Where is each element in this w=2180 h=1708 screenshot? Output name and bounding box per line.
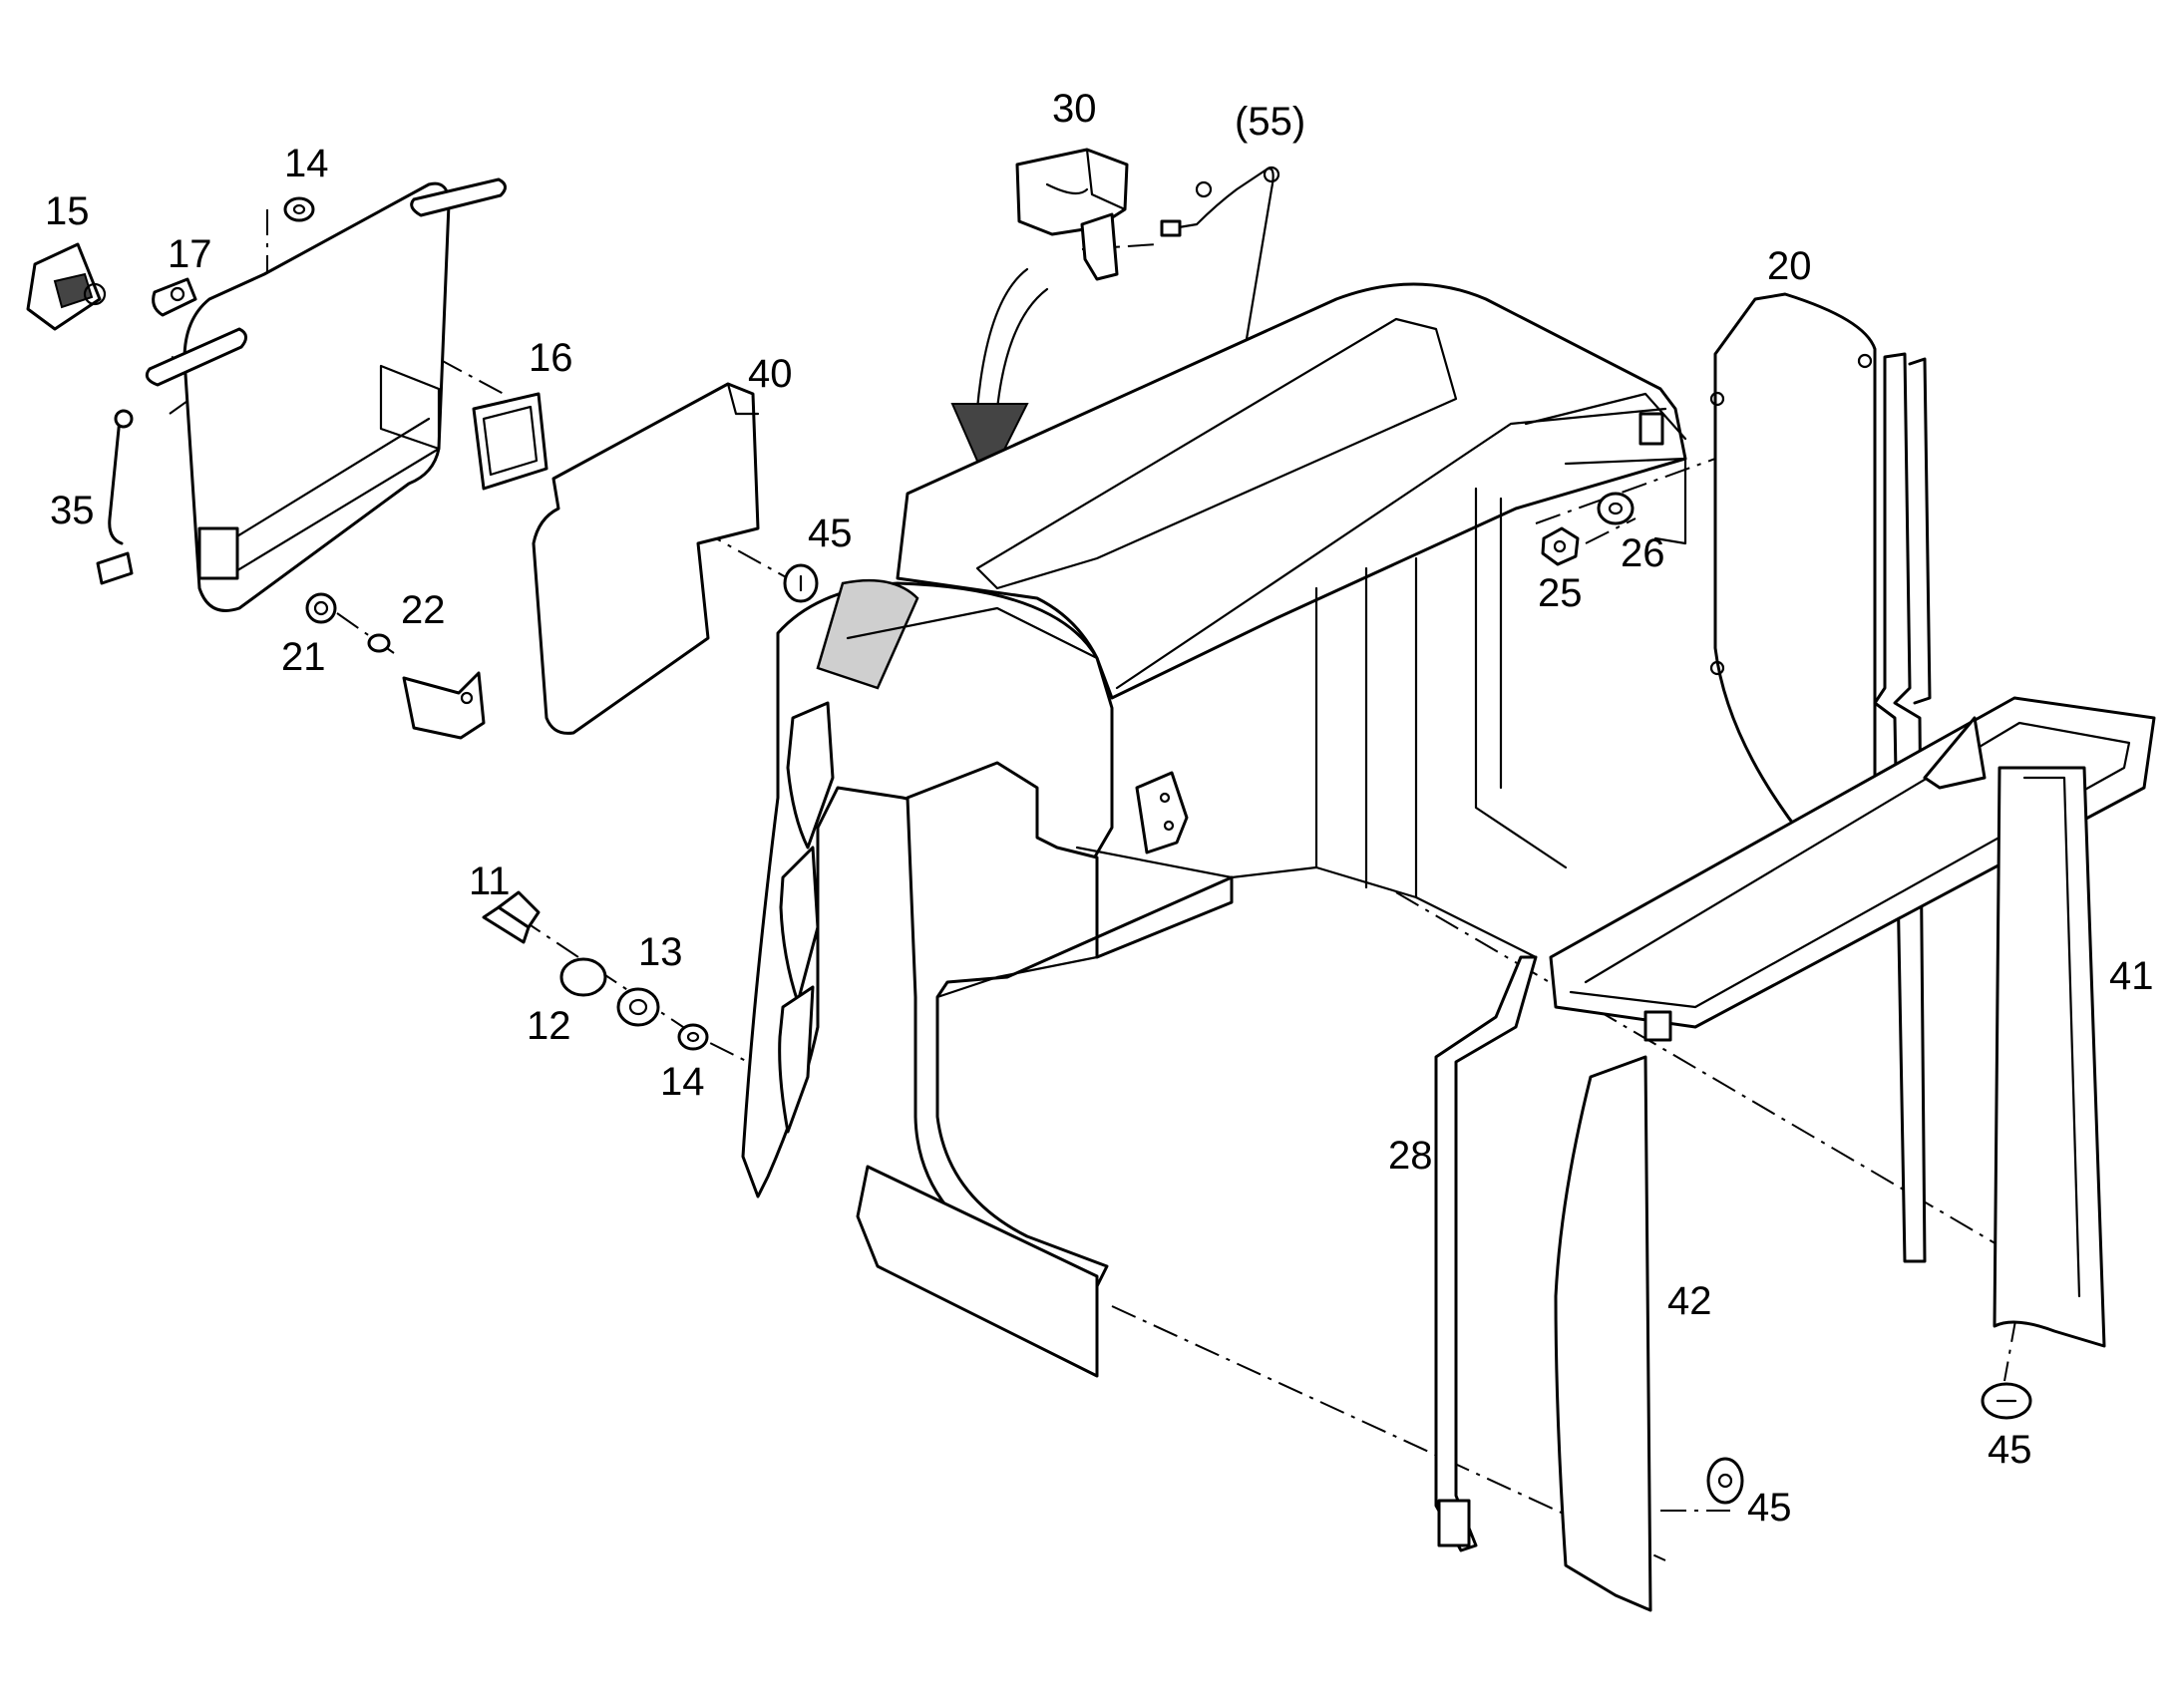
cable-55 [1160, 166, 1280, 341]
callout-28: 28 [1388, 1134, 1433, 1178]
callout-26: 26 [1621, 531, 1665, 575]
callout-41: 41 [2109, 954, 2154, 998]
callout-14-top: 14 [284, 142, 329, 185]
door-panel [145, 177, 507, 612]
mount-arrow [950, 267, 1049, 487]
callout-17: 17 [168, 232, 212, 276]
seal-strip-41 [1549, 696, 2156, 1348]
washer-22 [367, 633, 391, 653]
callout-35: 35 [50, 489, 95, 532]
washer-26 [1597, 492, 1635, 525]
callout-42: 42 [1667, 1279, 1712, 1323]
washer-14-top [283, 196, 315, 222]
washer-13 [616, 987, 660, 1027]
callout-45-right: 45 [1988, 1428, 2032, 1472]
cab-frame [741, 282, 1687, 1378]
callout-15: 15 [45, 189, 90, 233]
callout-16: 16 [529, 336, 573, 380]
callout-11: 11 [469, 859, 511, 903]
rod-35 [96, 409, 134, 585]
insulation-mat-40 [532, 382, 760, 735]
callout-labels: 15 17 14 16 40 35 45 21 22 30 (55) 20 26… [45, 87, 2154, 1530]
seal-strip-28 [1434, 955, 1672, 1552]
washer-14-bottom [677, 1023, 709, 1051]
callout-14-bottom: 14 [660, 1060, 705, 1104]
nut-25 [1541, 526, 1580, 566]
callout-45-upper: 45 [808, 512, 853, 555]
callout-12: 12 [527, 1004, 571, 1048]
callout-30: 30 [1052, 87, 1097, 131]
callout-21: 21 [281, 635, 326, 679]
washer-12 [559, 957, 607, 997]
callout-20: 20 [1767, 244, 1812, 288]
bracket-22 [402, 671, 486, 740]
callout-25: 25 [1538, 571, 1583, 615]
work-lamp-30 [1015, 148, 1129, 281]
insulation-mat-42 [1554, 1055, 1652, 1612]
callout-40: 40 [748, 352, 793, 396]
callout-55: (55) [1235, 100, 1305, 144]
bolt-11 [482, 890, 541, 944]
latch [152, 277, 197, 317]
clip-45-upper [783, 563, 819, 603]
callout-45-bottom: 45 [1747, 1486, 1792, 1530]
plate-16 [472, 392, 548, 491]
clip-45-right [1981, 1382, 2032, 1420]
callout-22: 22 [401, 588, 446, 632]
clip-45-bottom [1706, 1457, 1744, 1505]
callout-13: 13 [638, 930, 683, 974]
bumper-21 [305, 592, 337, 624]
lock [26, 242, 107, 331]
